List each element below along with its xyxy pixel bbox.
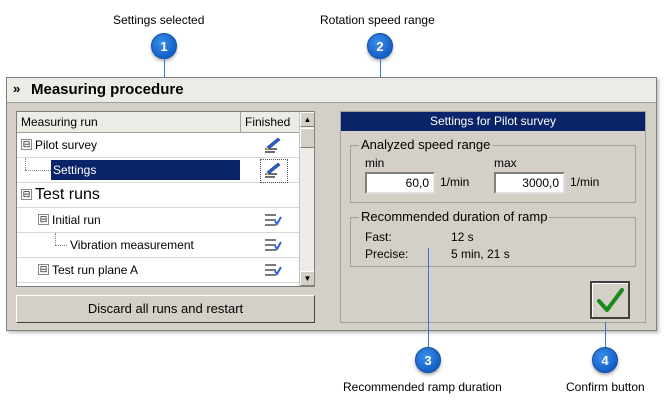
fast-label: Fast: <box>365 230 392 244</box>
callout-3-text: Recommended ramp duration <box>343 380 502 394</box>
column-header-measuring-run[interactable]: Measuring run <box>21 115 98 129</box>
group-title: Analyzed speed range <box>359 137 493 152</box>
selection-highlight <box>51 160 240 180</box>
tree-row-pilot-survey[interactable]: ⊟ Pilot survey <box>17 133 299 158</box>
min-unit: 1/min <box>440 175 470 189</box>
tree-line <box>25 158 27 170</box>
pencil-check-icon[interactable] <box>264 161 282 179</box>
checklist-icon[interactable] <box>264 261 282 279</box>
callout-3-badge: 3 <box>415 347 441 373</box>
checkmark-icon <box>597 288 624 312</box>
tree-row-initial-run[interactable]: ⊟ Initial run <box>17 208 299 233</box>
tree-row-settings[interactable]: Settings <box>17 158 299 183</box>
tree-row-label: Vibration measurement <box>70 238 194 252</box>
group-title: Recommended duration of ramp <box>359 209 550 224</box>
callout-4-badge: 4 <box>592 347 618 373</box>
max-label: max <box>494 156 517 170</box>
callout-3-leader <box>428 248 429 349</box>
tree-row-test-runs[interactable]: ⊟ Test runs <box>17 183 299 208</box>
tree-scrollbar[interactable]: ▲ ▼ <box>299 112 314 286</box>
settings-title: Settings for Pilot survey <box>341 112 645 131</box>
ramp-duration-group: Recommended duration of ramp Fast: 12 s … <box>350 209 636 267</box>
callout-2-text: Rotation speed range <box>320 13 435 27</box>
collapse-toggle-icon[interactable]: ⊟ <box>38 214 49 225</box>
max-speed-input[interactable]: 3000,0 <box>494 172 565 194</box>
callout-2-badge: 2 <box>367 33 393 59</box>
checklist-icon[interactable] <box>264 211 282 229</box>
min-label: min <box>365 156 385 170</box>
callout-1-badge: 1 <box>151 33 177 59</box>
column-header-finished[interactable]: Finished <box>245 115 291 129</box>
tree-row-label: Test runs <box>35 186 100 203</box>
max-unit: 1/min <box>570 175 600 189</box>
precise-label: Precise: <box>365 247 409 261</box>
discard-all-runs-button[interactable]: Discard all runs and restart <box>16 295 315 323</box>
tree-row-label: Initial run <box>52 213 101 227</box>
tree-line <box>25 170 51 171</box>
tree-line <box>55 233 57 245</box>
focus-rect <box>260 159 288 183</box>
pencil-check-icon[interactable] <box>264 136 282 154</box>
tree-row-label: Pilot survey <box>35 138 98 152</box>
tree-line <box>55 245 67 246</box>
fast-value: 12 s <box>451 230 474 244</box>
collapse-toggle-icon[interactable]: ⊟ <box>21 189 32 200</box>
double-chevron-down-icon[interactable]: » <box>13 81 21 96</box>
measuring-procedure-panel: » Measuring procedure Measuring run Fini… <box>6 77 657 331</box>
callout-4-text: Confirm button <box>566 380 645 394</box>
callout-4-leader <box>605 322 606 349</box>
confirm-button[interactable] <box>590 281 630 319</box>
callout-1-text: Settings selected <box>113 13 205 27</box>
panel-title: Measuring procedure <box>31 81 184 98</box>
collapse-toggle-icon[interactable]: ⊟ <box>21 139 32 150</box>
checklist-icon[interactable] <box>264 236 282 254</box>
analyzed-speed-range-group: Analyzed speed range min max 60,0 1/min … <box>350 137 636 203</box>
scroll-thumb[interactable] <box>300 128 314 148</box>
measuring-run-tree[interactable]: Measuring run Finished ⊟ Pilot survey Se… <box>16 111 315 287</box>
tree-row-test-run-plane-a[interactable]: ⊟ Test run plane A <box>17 258 299 283</box>
precise-value: 5 min, 21 s <box>451 247 510 261</box>
tree-row-vibration-measurement[interactable]: Vibration measurement <box>17 233 299 258</box>
scroll-down-icon[interactable]: ▼ <box>300 271 314 286</box>
min-speed-input[interactable]: 60,0 <box>365 172 435 194</box>
collapse-toggle-icon[interactable]: ⊟ <box>38 264 49 275</box>
tree-row-label: Settings <box>53 163 97 177</box>
tree-header: Measuring run Finished <box>17 112 299 133</box>
settings-panel: Settings for Pilot survey Analyzed speed… <box>340 111 646 323</box>
column-separator[interactable] <box>240 112 241 132</box>
scroll-up-icon[interactable]: ▲ <box>300 112 314 127</box>
tree-row-label: Test run plane A <box>52 263 139 277</box>
panel-header[interactable]: » Measuring procedure <box>7 78 656 103</box>
